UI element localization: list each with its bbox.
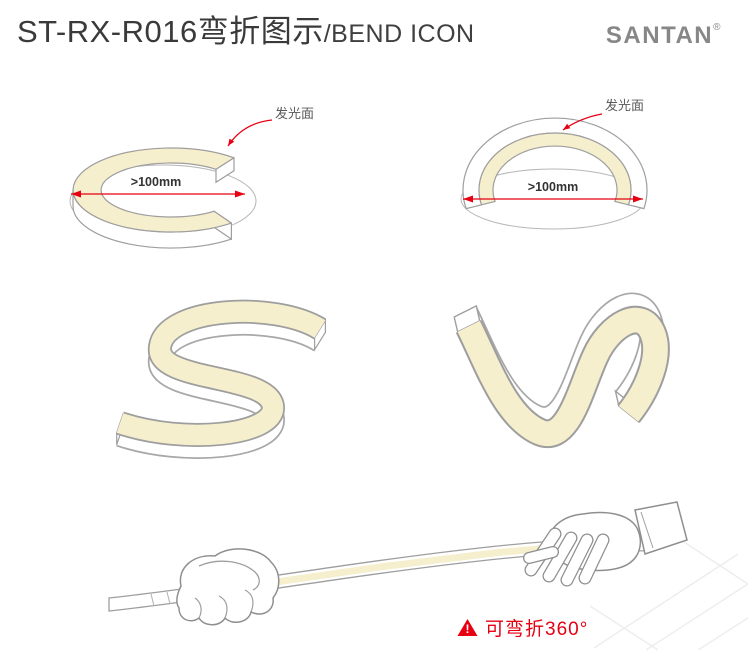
thumb-line [198,560,260,591]
bend-warning: ! 可弯折360° [457,614,588,641]
watermark-pattern [589,541,748,650]
title-text: ST-RX-R016弯折图示 [17,14,324,49]
diagram-hands-bend [108,501,688,626]
strip-glow-face [116,299,327,447]
leader-arrow-icon [562,113,603,131]
dimension-arrow-icon [71,190,245,198]
glove-cuff [634,501,688,555]
strip-arch [462,117,648,210]
diagram-side-circle-bend: >100mm 发光面 [460,98,648,230]
left-hand-icon [176,548,280,626]
dimension-arrow-icon [463,195,643,203]
right-hand-icon [523,501,688,587]
strip-glow-face [455,305,670,448]
strip-glow-face [478,132,632,206]
strip-flat-ring [72,147,235,249]
min-diameter-label: >100mm [131,175,181,189]
diagram-flat-circle-bend: >100mm 发光面 [69,106,314,249]
glow-surface-label: 发光面 [275,106,314,121]
cuff-fold-line [640,511,654,549]
leader-arrow-icon [227,119,273,147]
glow-surface-label: 发光面 [605,98,644,113]
brand-name: SANTAN [605,22,714,49]
strip-glow-stripe [264,544,552,588]
diagram-wave-bend [453,292,670,448]
registered-mark: ® [713,22,722,33]
diagram-s-bend [116,299,327,459]
left-fist [176,548,280,626]
warning-triangle-icon: ! [457,619,478,636]
min-diameter-label: >100mm [528,180,578,194]
warning-exclamation: ! [466,622,470,636]
strip-glow-face [72,147,235,233]
finger-lines [194,589,254,619]
warning-text: 可弯折360° [485,619,589,640]
fingers [523,527,610,587]
subtitle-text: /BEND ICON [323,20,475,48]
page-title: ST-RX-R016弯折图示/BEND ICON [17,6,475,51]
strip-end-cap-right [314,318,326,352]
brand-logo: SANTAN® [606,22,722,50]
twist-lines [150,539,607,607]
